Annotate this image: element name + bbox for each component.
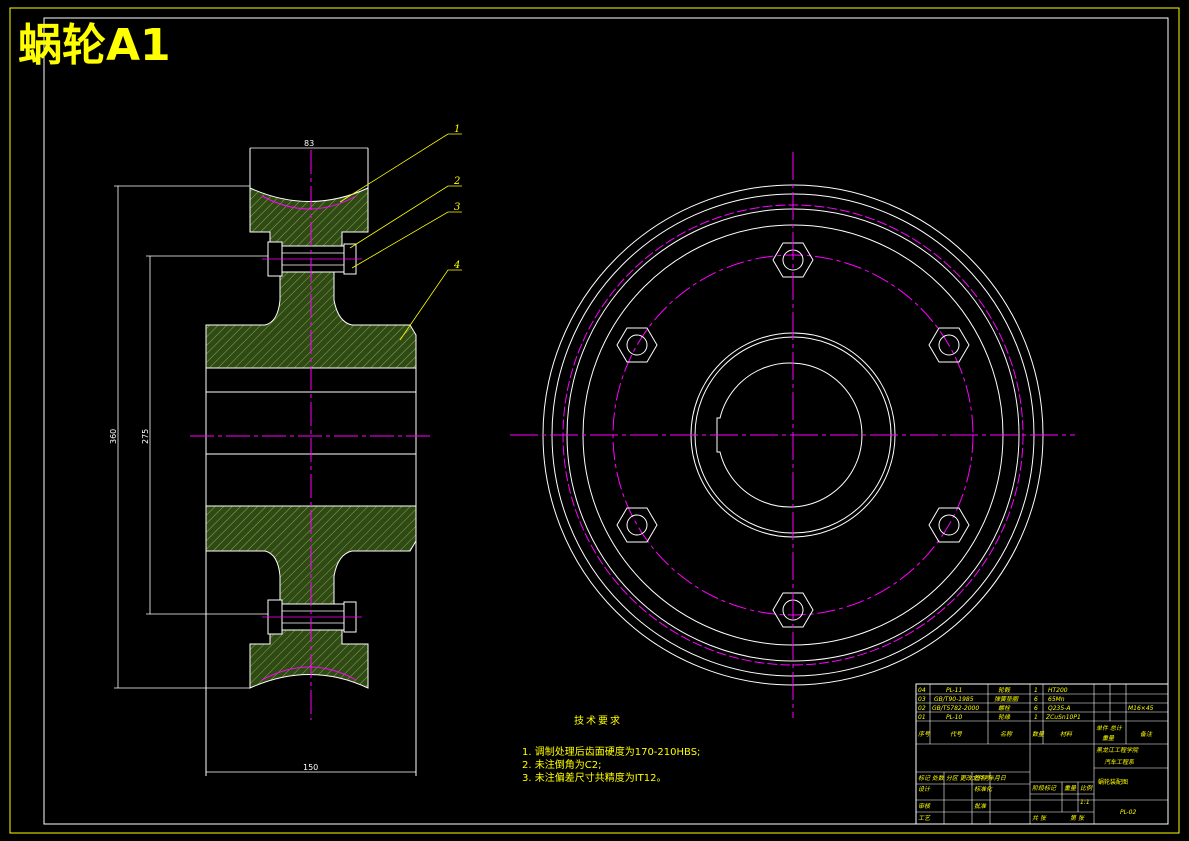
drawing-title: 蜗轮A1 <box>18 20 171 71</box>
notes-item-2: 2. 未注倒角为C2; <box>522 758 601 771</box>
bom-row-1-material: HT200 <box>1048 687 1068 694</box>
bom-header-qty: 数量 <box>1032 730 1045 738</box>
part-label-4: 4 <box>453 260 460 271</box>
bom-row-1-no: 04 <box>918 687 926 694</box>
bolt-hex-6 <box>616 327 658 363</box>
bom-row-2-qty: 6 <box>1034 696 1038 703</box>
drawing-code: PL-02 <box>1120 809 1136 816</box>
bolt-hex-2 <box>928 327 970 363</box>
bom-row-1-qty: 1 <box>1034 687 1038 694</box>
notes-item-1: 1. 调制处理后齿面硬度为170-210HBS; <box>522 745 700 758</box>
bom-row-3-code: GB/T5782-2000 <box>932 705 979 712</box>
bolt-bottom <box>262 599 362 635</box>
bolt-hex-5 <box>616 507 658 543</box>
bolt-top <box>262 241 362 277</box>
bom-row-2-no: 03 <box>918 696 926 703</box>
bom-row-2-name: 弹簧垫圈 <box>994 695 1019 703</box>
bom-row-4-code: PL-10 <box>946 714 962 721</box>
technical-notes: 技术要求 1. 调制处理后齿面硬度为170-210HBS; 2. 未注倒角为C2… <box>522 714 700 784</box>
front-view <box>510 152 1075 718</box>
weight-label: 重量 <box>1064 785 1077 792</box>
dim-width-top: 83 <box>304 139 314 148</box>
scale-value: 1:1 <box>1080 799 1090 806</box>
sheet-count: 共 张 <box>1032 815 1047 822</box>
bom-row-4-name: 轮缘 <box>998 713 1011 721</box>
bom-row-1-code: PL-11 <box>946 687 962 694</box>
bore-keyway <box>716 362 863 508</box>
bom-header-single-total: 单件 总计 <box>1096 724 1123 732</box>
bom-row-1-name: 轮毂 <box>998 686 1011 694</box>
bom-header-code: 代号 <box>950 731 963 738</box>
bom-header-no: 序号 <box>918 730 931 738</box>
bom-header-note: 备注 <box>1140 730 1153 738</box>
notes-heading: 技术要求 <box>574 714 622 727</box>
bom-row-4-qty: 1 <box>1034 714 1038 721</box>
part-label-1: 1 <box>454 124 460 135</box>
dim-inner-diameter: 275 <box>141 429 150 444</box>
change-row-label: 标记 处数 分区 更改文件号 <box>918 774 991 782</box>
bom-row-2-code: GB/T90-1985 <box>934 696 974 703</box>
standardization-label: 标准化 <box>974 785 993 793</box>
dim-hub-width: 150 <box>303 763 318 772</box>
bom-row-2-material: 65Mn <box>1048 696 1065 703</box>
stage-mark-label: 阶段标记 <box>1032 784 1057 792</box>
bom-row-4-no: 01 <box>918 714 926 721</box>
bom-row-3-material: Q235-A <box>1048 705 1070 712</box>
dim-outer-diameter: 360 <box>109 429 118 444</box>
school-name: 黑龙江工程学院 <box>1096 746 1139 754</box>
drawing-name: 蜗轮装配图 <box>1098 778 1128 786</box>
scale-label: 比例 <box>1080 784 1093 792</box>
outer-border <box>9 7 1180 834</box>
approval-label: 批准 <box>974 802 987 810</box>
sheet-number: 第 张 <box>1070 814 1085 822</box>
department-name: 汽车工程系 <box>1104 758 1135 766</box>
notes-item-3: 3. 未注偏差尺寸共精度为IT12。 <box>522 771 667 784</box>
signature-label: 签名 年月日 <box>974 774 1007 782</box>
bom-row-3-no: 02 <box>918 705 926 712</box>
process-label: 工艺 <box>918 814 931 822</box>
part-label-3: 3 <box>454 202 460 213</box>
bom-row-3-qty: 6 <box>1034 705 1038 712</box>
reviewer-label: 审核 <box>918 802 931 810</box>
bom-row-3-note: M16×45 <box>1128 705 1154 712</box>
bom-header-material: 材料 <box>1060 730 1073 738</box>
bom-header-name: 名称 <box>1000 730 1013 738</box>
part-label-2: 2 <box>453 176 460 187</box>
bom-header-weight: 重量 <box>1102 735 1115 742</box>
inner-border <box>43 17 1169 825</box>
bom-row-3-name: 螺栓 <box>998 704 1011 712</box>
designer-label: 设计 <box>918 785 931 793</box>
title-block: 04 PL-11 轮毂 1 HT200 03 GB/T90-1985 弹簧垫圈 … <box>915 683 1169 825</box>
bom-row-4-material: ZCuSn10P1 <box>1045 714 1081 721</box>
bolt-hex-3 <box>928 507 970 543</box>
section-view: 83 360 275 150 1 2 3 4 <box>109 124 462 776</box>
